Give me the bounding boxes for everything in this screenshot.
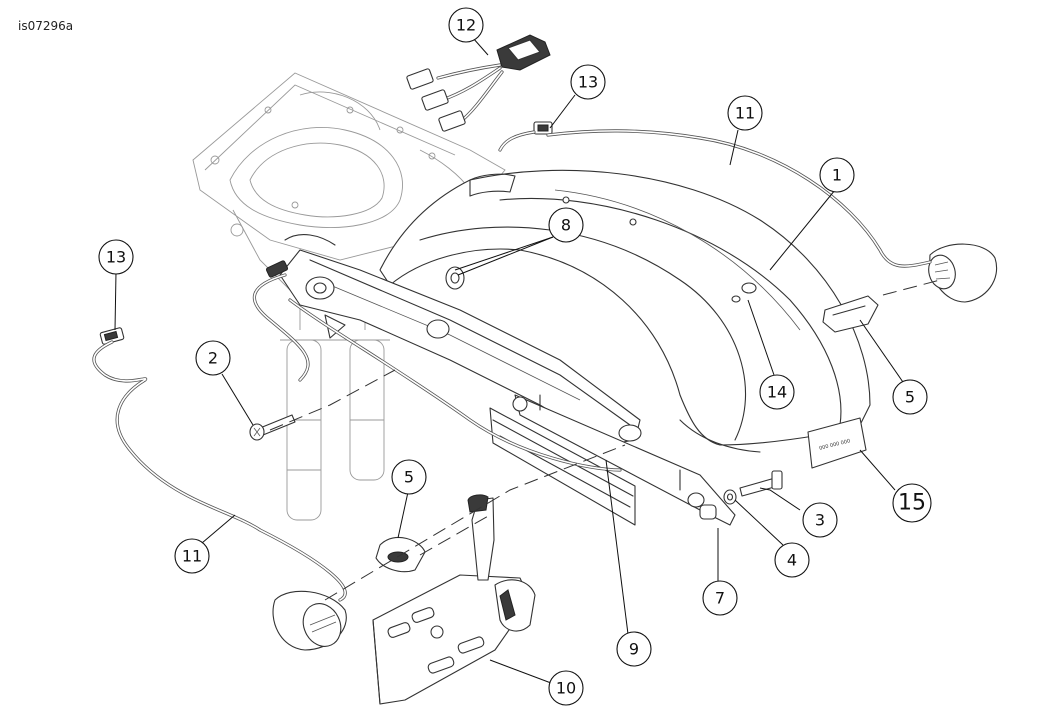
turn-signal-right <box>928 243 998 303</box>
callout-11-upper-label: 11 <box>735 104 755 123</box>
connector-near-frame <box>265 260 289 278</box>
callout-4-label: 4 <box>787 551 797 570</box>
connector-13-left <box>99 327 125 345</box>
grommet-upper <box>822 295 879 333</box>
callout-7: 7 <box>702 580 738 616</box>
callout-5-upper-label: 5 <box>905 388 915 407</box>
fender-support-rail <box>279 173 642 446</box>
leader-lines <box>114 37 906 684</box>
callout-1-label: 1 <box>832 166 842 185</box>
callout-15: 15 <box>892 483 932 523</box>
callout-5-upper: 5 <box>892 379 928 415</box>
callout-3-label: 3 <box>815 511 825 530</box>
connector-13-upper <box>533 121 553 135</box>
figure-reference-id: is07296a <box>18 19 74 33</box>
callout-9-label: 9 <box>629 640 639 659</box>
callout-13-left-label: 13 <box>106 248 126 267</box>
screw <box>249 414 296 441</box>
label-plate: 000 000 000 <box>807 417 867 469</box>
callout-9: 9 <box>616 631 652 667</box>
assembly-centerlines <box>269 279 941 601</box>
callout-13-upper-label: 13 <box>578 73 598 92</box>
callout-10: 10 <box>548 670 584 706</box>
callout-11-lower-label: 11 <box>182 547 202 566</box>
turn-signal-left <box>272 590 347 651</box>
callout-12: 12 <box>448 7 484 43</box>
callout-7-label: 7 <box>715 589 725 608</box>
license-plate-bracket <box>372 494 536 705</box>
callout-1: 1 <box>819 157 855 193</box>
callout-5-lower: 5 <box>391 459 427 495</box>
callout-11-lower: 11 <box>174 538 210 574</box>
callout-8-label: 8 <box>561 216 571 235</box>
rear-fender <box>379 169 871 453</box>
callout-2-label: 2 <box>208 349 218 368</box>
wires <box>92 129 932 602</box>
callout-13-left: 13 <box>98 239 134 275</box>
callout-4: 4 <box>774 542 810 578</box>
callout-12-label: 12 <box>456 16 476 35</box>
callout-14: 14 <box>759 374 795 410</box>
license-bracket <box>512 394 736 526</box>
callout-11-upper: 11 <box>727 95 763 131</box>
callout-3: 3 <box>802 502 838 538</box>
callout-5-lower-label: 5 <box>404 468 414 487</box>
callout-15-label: 15 <box>898 491 926 516</box>
callout-2: 2 <box>195 340 231 376</box>
callout-8: 8 <box>548 207 584 243</box>
callout-10-label: 10 <box>556 679 576 698</box>
bolt-washer-assembly <box>723 470 783 505</box>
harness-12 <box>406 34 551 132</box>
callout-14-label: 14 <box>767 383 787 402</box>
callout-13-upper: 13 <box>570 64 606 100</box>
